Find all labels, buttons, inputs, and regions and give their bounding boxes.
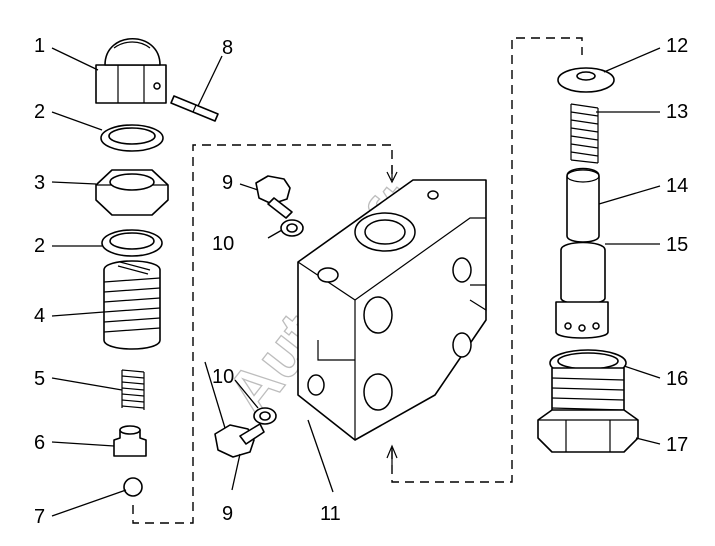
part-17-threaded-cap bbox=[537, 367, 639, 453]
part-4-threaded-adjuster bbox=[103, 260, 161, 350]
callout-11: 11 bbox=[320, 503, 341, 525]
callout-14: 14 bbox=[666, 175, 688, 197]
part-10-washer-lower bbox=[253, 407, 277, 425]
part-10-washer-upper bbox=[280, 219, 304, 237]
callout-15: 15 bbox=[666, 234, 688, 256]
part-2-o-ring-lower bbox=[101, 229, 163, 257]
part-9-bolt-lower bbox=[214, 423, 265, 458]
dashed-assembly-lines bbox=[132, 37, 583, 524]
part-6-pin bbox=[113, 425, 147, 457]
callout-12: 12 bbox=[666, 35, 688, 57]
callout-10-upper: 10 bbox=[212, 233, 234, 255]
callout-9-upper: 9 bbox=[222, 172, 233, 194]
part-12-spring-seat bbox=[557, 67, 615, 93]
part-8-roll-pin bbox=[170, 95, 219, 122]
callout-10-lower: 10 bbox=[212, 366, 234, 388]
callout-17: 17 bbox=[666, 434, 688, 456]
part-3-hex-nut bbox=[95, 169, 169, 216]
callout-13: 13 bbox=[666, 101, 688, 123]
callout-3: 3 bbox=[34, 172, 45, 194]
part-15-spool bbox=[555, 241, 609, 339]
leader-lines bbox=[51, 47, 661, 517]
part-9-bolt-upper bbox=[255, 175, 293, 219]
callout-2-lower: 2 bbox=[34, 235, 45, 257]
callout-5: 5 bbox=[34, 368, 45, 390]
part-2-o-ring-upper bbox=[100, 124, 164, 152]
part-11-valve-body bbox=[297, 179, 487, 441]
callout-6: 6 bbox=[34, 432, 45, 454]
callout-9-lower: 9 bbox=[222, 503, 233, 525]
callout-labels: 1 2 3 2 4 5 6 7 8 9 10 10 9 11 12 13 14 … bbox=[34, 35, 688, 528]
callout-16: 16 bbox=[666, 368, 688, 390]
part-7-ball bbox=[123, 477, 143, 497]
part-1-acorn-nut bbox=[95, 37, 167, 104]
callout-8: 8 bbox=[222, 37, 233, 59]
part-14-sleeve bbox=[566, 167, 600, 243]
part-5-spring bbox=[121, 369, 145, 410]
part-13-spring bbox=[570, 103, 599, 164]
callout-7: 7 bbox=[34, 506, 45, 528]
callout-1: 1 bbox=[34, 35, 45, 57]
callout-2-upper: 2 bbox=[34, 101, 45, 123]
callout-4: 4 bbox=[34, 305, 45, 327]
